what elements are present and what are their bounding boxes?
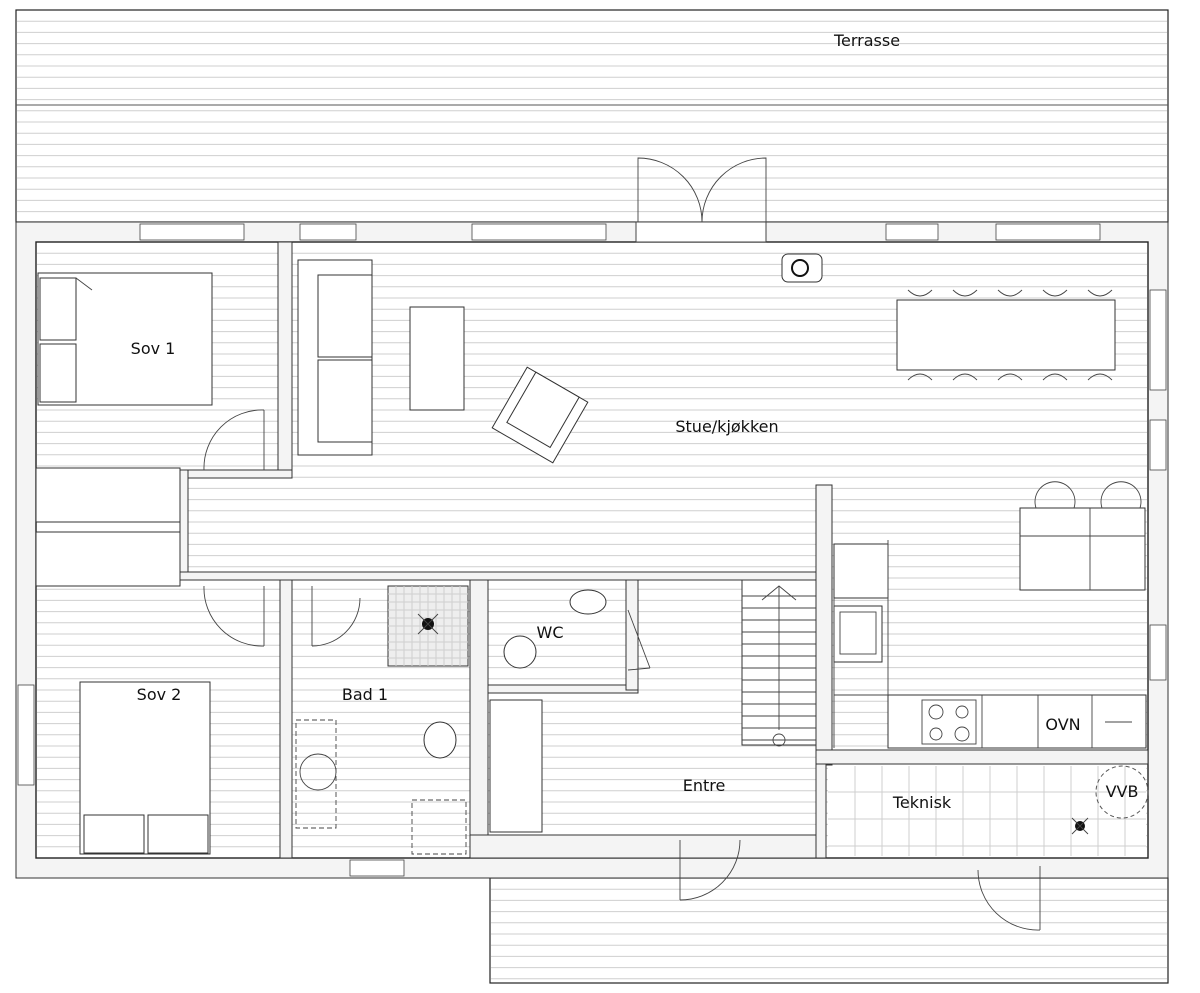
floor-drain [417, 613, 439, 635]
fireplace [781, 253, 823, 283]
dining-chair [1042, 289, 1068, 297]
wardrobe [35, 467, 181, 523]
technical-tiles [828, 766, 1146, 856]
dining-chair [997, 289, 1023, 297]
sink [295, 719, 337, 829]
kitchen-counter [833, 540, 1147, 749]
coffee-table [409, 306, 465, 411]
terrace-bottom-boards [491, 888, 1167, 980]
terrace-door [635, 221, 767, 243]
label-technical: Teknisk [892, 793, 952, 812]
washer-space [411, 799, 467, 855]
wc-toilet [503, 635, 537, 669]
water-heater [1095, 765, 1149, 819]
label-bedroom2: Sov 2 [137, 685, 182, 704]
dining-chair [997, 373, 1023, 381]
dining-chair [1042, 373, 1068, 381]
terrace-top [15, 9, 1169, 223]
bed-sov2 [79, 681, 211, 855]
oven-label: OVN [1045, 715, 1080, 734]
dining-chair [952, 373, 978, 381]
dining-chair [952, 289, 978, 297]
staircase [741, 579, 817, 747]
label-bedroom1: Sov 1 [131, 339, 176, 358]
label-water-heater: VVB [1106, 782, 1139, 801]
armchair [491, 366, 589, 464]
label-bathroom: Bad 1 [342, 685, 388, 704]
dining-chair [907, 373, 933, 381]
wardrobe [35, 531, 181, 587]
label-terrace: Terrasse [833, 31, 900, 50]
label-entrance: Entre [683, 776, 726, 795]
wc-door [627, 609, 651, 671]
dining-chair [1087, 373, 1113, 381]
label-living-kitchen: Stue/kjøkken [675, 417, 778, 436]
kitchen-island [1019, 481, 1146, 591]
dining-table [896, 289, 1116, 381]
wc-sink [569, 589, 607, 615]
entrance-closet [489, 699, 543, 833]
dining-chair [907, 289, 933, 297]
technical-drain [1071, 817, 1089, 835]
windows [17, 223, 1167, 877]
bed-sov1 [37, 272, 213, 406]
dining-chair [1087, 289, 1113, 297]
sofa [297, 259, 373, 456]
interior-doors [203, 409, 1041, 931]
toilet [423, 721, 457, 759]
terrace-top-boards [17, 20, 1167, 213]
label-wc: WC [537, 623, 564, 642]
